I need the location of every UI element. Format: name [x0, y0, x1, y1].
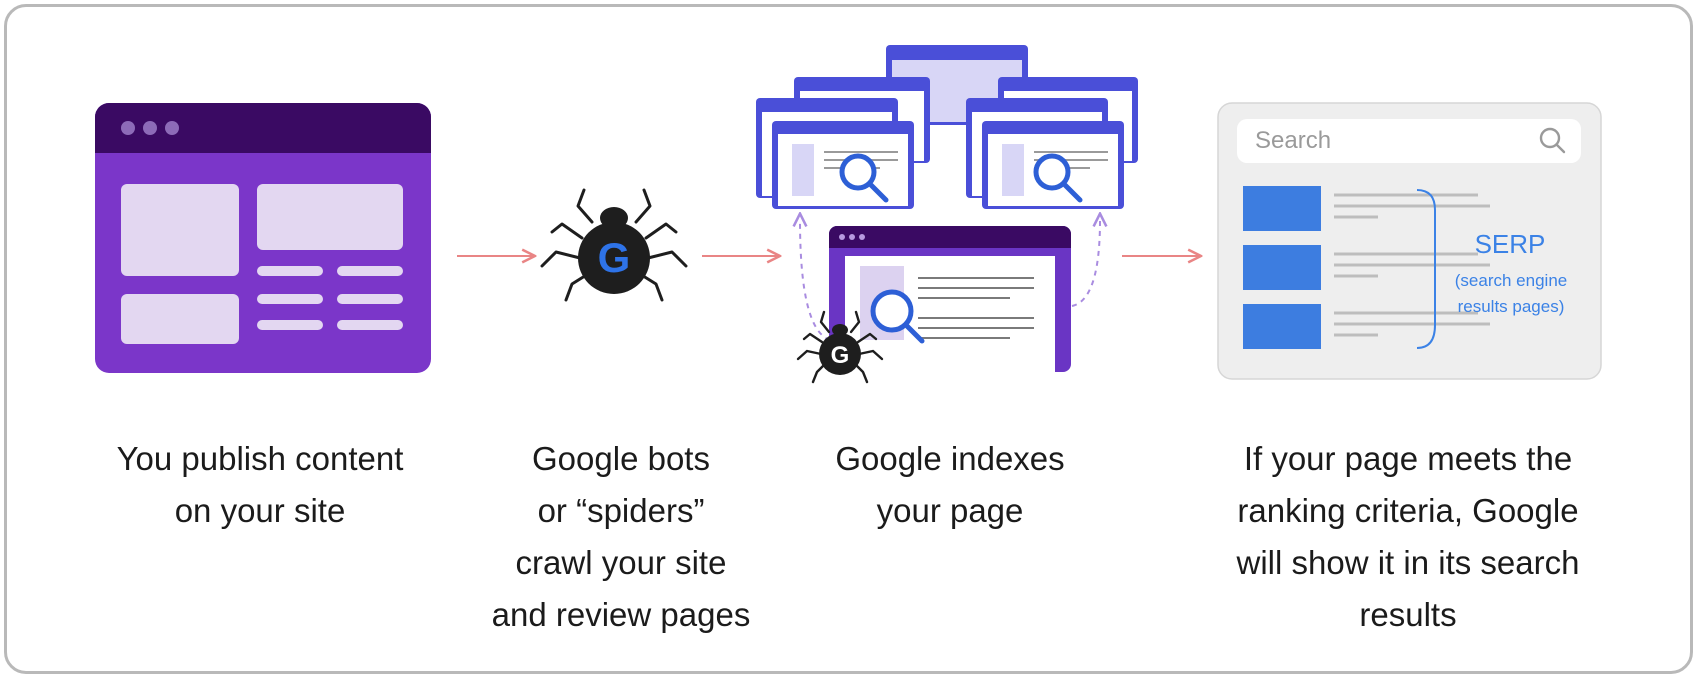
serp-label: SERP — [1474, 229, 1546, 259]
dashed-arrow-left — [800, 220, 831, 341]
indexed-pages-stack — [756, 45, 1138, 209]
magnifier-icon — [870, 289, 925, 344]
search-placeholder: Search — [1255, 127, 1332, 154]
serp-sublabel: (search engine results pages) — [1454, 271, 1568, 316]
svg-text:G: G — [831, 342, 850, 369]
website-window-illustration — [95, 103, 431, 373]
dashed-arrow-right — [1071, 220, 1100, 307]
spider-g-icon-small: G — [796, 310, 884, 384]
magnifier-icon — [839, 153, 889, 203]
caption-serp: If your page meets the ranking criteria,… — [1236, 440, 1580, 633]
serp-window-illustration — [1217, 102, 1602, 380]
caption-crawl: Google bots or “spiders” crawl your site… — [491, 440, 751, 633]
indexed-page-window — [829, 226, 1071, 372]
search-icon — [1539, 127, 1566, 154]
svg-text:G: G — [598, 234, 631, 281]
magnifier-icon — [1033, 153, 1083, 203]
spider-g-icon: G — [540, 188, 688, 302]
caption-publish: You publish content on your site — [116, 440, 404, 529]
caption-index: Google indexes your page — [835, 440, 1065, 529]
